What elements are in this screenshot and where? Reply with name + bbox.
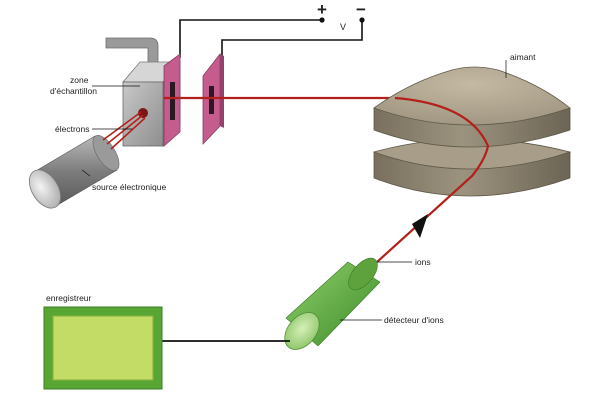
terminal-positive <box>319 17 325 23</box>
accelerator-plate-1 <box>163 53 181 147</box>
detector-face <box>284 312 320 350</box>
label-zone-line1: zone <box>70 75 89 85</box>
label-enregistreur: enregistreur <box>46 293 92 303</box>
source-face <box>28 169 62 209</box>
label-zone-line2: d'échantillon <box>50 86 97 96</box>
label-electrons: électrons <box>55 124 90 134</box>
label-aimant: aimant <box>510 52 536 62</box>
magnet <box>372 66 572 197</box>
electron-beams <box>102 111 146 150</box>
ion-detector <box>284 257 381 350</box>
minus-sign: − <box>356 0 366 19</box>
inlet-pipe <box>105 37 159 67</box>
entry-hole <box>138 108 148 118</box>
wire-negative <box>221 20 363 60</box>
voltage-label: V <box>340 22 346 32</box>
ion-direction-arrow <box>412 214 428 238</box>
detector-back <box>348 257 378 291</box>
recorder-screen <box>52 315 154 381</box>
wire-positive <box>179 19 322 58</box>
label-ions: ions <box>415 257 431 267</box>
terminal-negative <box>359 17 365 23</box>
electron-source <box>28 135 120 209</box>
plus-sign: + <box>317 0 327 19</box>
recorder <box>43 306 163 390</box>
source-back <box>92 135 120 171</box>
leader-lines <box>81 60 507 321</box>
label-detecteur: détecteur d'ions <box>384 315 444 325</box>
ion-beam-curved <box>365 96 490 273</box>
magnet-upper-top <box>373 66 571 126</box>
voltage-circuit: + − V <box>179 0 366 60</box>
label-source: source électronique <box>92 182 166 192</box>
